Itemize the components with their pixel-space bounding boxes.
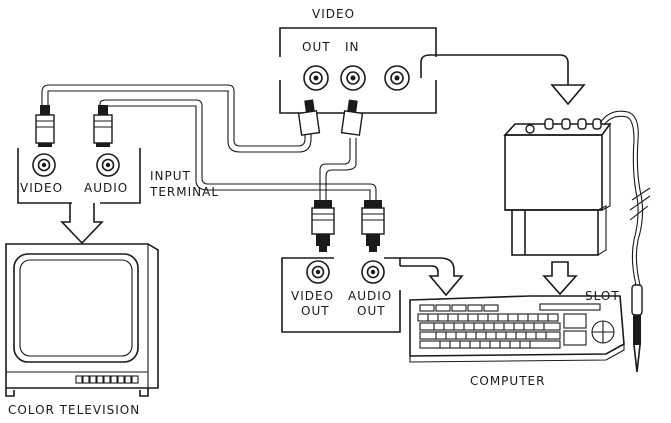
tv-input-terminal-panel: [17, 148, 141, 245]
video-out-jack: [303, 65, 329, 91]
deck-in-plug: [340, 99, 364, 136]
computer-label: COMPUTER: [470, 374, 546, 388]
tv-audio-cable: [99, 99, 377, 202]
computer-video-out-label: OUT: [301, 304, 330, 318]
cursor-pad: [591, 320, 615, 344]
video-deck-title: VIDEO: [312, 7, 356, 21]
tv-audio-label: AUDIO: [84, 181, 129, 195]
terminal-label: TERMINAL: [150, 185, 220, 199]
computer-video-out-jack: [306, 260, 330, 284]
input-label: INPUT: [150, 169, 191, 183]
tv-video-label: VIDEO: [20, 181, 64, 195]
computer-audio-label: AUDIO: [348, 289, 393, 303]
light-pen: [599, 110, 651, 373]
function-keys: [419, 303, 601, 312]
slot-label: SLOT: [585, 289, 620, 303]
tv-video-jack: [32, 153, 56, 177]
computer-video-plug: [311, 200, 335, 252]
slot-adapter: [503, 118, 612, 256]
computer-audio-plug: [361, 200, 385, 252]
tv-audio-jack: [96, 153, 120, 177]
tv-video-plug: [35, 105, 55, 147]
tv-buttons: [75, 375, 139, 384]
computer-audio-out-label: OUT: [357, 304, 386, 318]
deck-in-to-computer-cable: [319, 138, 357, 200]
video-in-label: IN: [345, 40, 360, 54]
video-out-label: OUT: [302, 40, 331, 54]
slot-knobs: [525, 118, 602, 134]
computer-audio-out-jack: [361, 260, 385, 284]
video-deck-panel: [279, 27, 437, 114]
video-in-jack: [340, 65, 366, 91]
computer-keyboard: [409, 295, 625, 363]
key-rows: [417, 313, 587, 349]
color-television-label: COLOR TELEVISION: [8, 403, 141, 417]
tv-video-cable: [41, 84, 312, 153]
arrow-slot-to-computer: [542, 261, 578, 296]
arrow-to-tv: [60, 203, 104, 245]
computer-video-label: VIDEO: [291, 289, 335, 303]
arrow-to-computer: [400, 257, 464, 297]
video-extra-jack: [384, 65, 410, 91]
color-television: [5, 243, 159, 397]
deck-out-plug: [297, 99, 321, 136]
tv-audio-plug: [93, 105, 113, 147]
rf-cable: [420, 54, 569, 85]
arrow-to-slot: [550, 84, 586, 106]
